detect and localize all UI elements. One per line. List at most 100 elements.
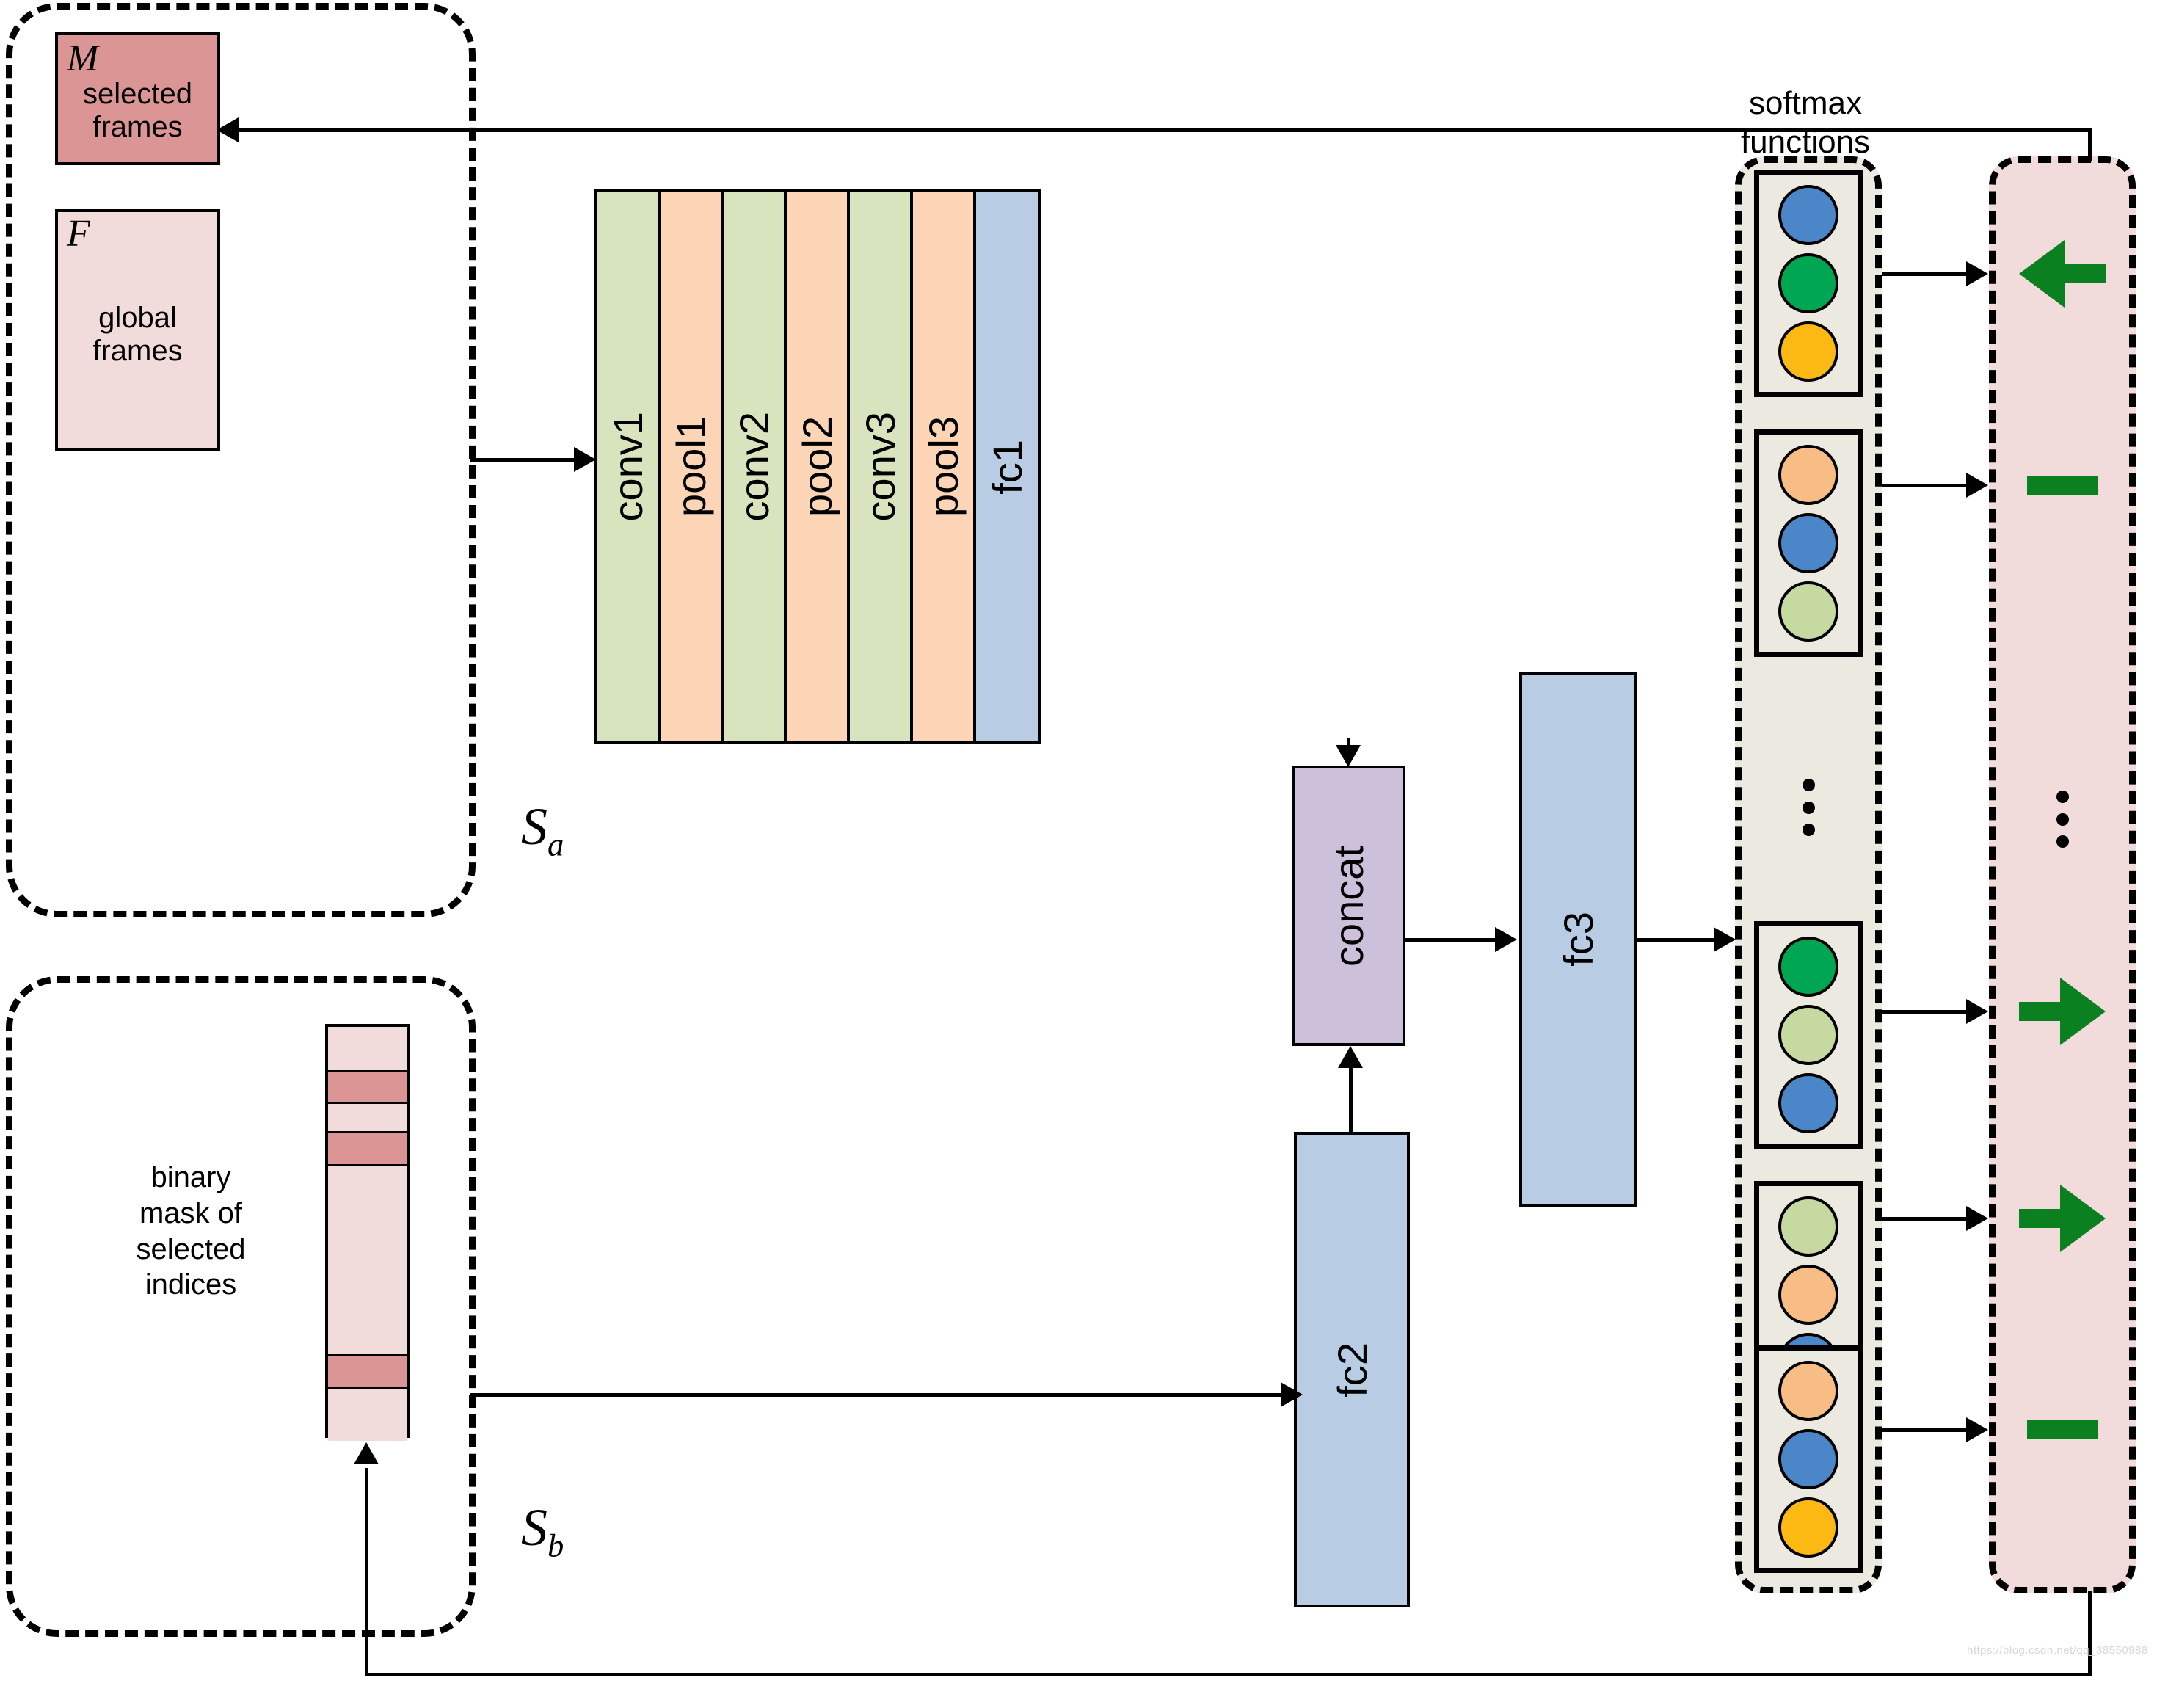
selected-frames-line2: frames [92, 110, 183, 143]
cnn-layer-conv2: conv2 [722, 189, 785, 744]
binary-mask-line1: binary [150, 1161, 231, 1193]
edge-fc3-to-softmax-arrowhead [1714, 927, 1736, 952]
edge-fc2-to-concat [1349, 1068, 1353, 1134]
stream-b-subscript: b [548, 1527, 564, 1564]
cnn-layer-pool2: pool2 [785, 189, 848, 744]
cnn-layer-label: conv1 [604, 412, 651, 522]
softmax-unit-orange [1778, 1264, 1838, 1325]
stream-a-label: Sa [521, 800, 564, 861]
stream-b-symbol: S [521, 1498, 548, 1557]
binary-mask-line2: mask of [139, 1196, 243, 1229]
softmax-unit-green [1778, 936, 1838, 997]
binary-mask-label: binary mask of selected indices [81, 1160, 301, 1303]
binary-mask-line4: indices [145, 1268, 237, 1301]
feedback-bottom-vertical-left [365, 1468, 368, 1675]
edge-softmax-to-output [1882, 484, 1968, 487]
cnn-layer-pool3: pool3 [912, 189, 975, 744]
output-item-move-right-2[interactable] [1989, 1178, 2136, 1259]
feedback-bottom-horizontal [365, 1673, 2092, 1676]
edge-global-frames-to-cnn [470, 458, 576, 462]
binary-mask-line3: selected [136, 1232, 246, 1265]
fc2-label: fc2 [1328, 1342, 1375, 1398]
mask-cell [328, 1027, 407, 1072]
softmax-caption-line1: softmax [1748, 85, 1863, 121]
edge-softmax-to-output [1882, 1217, 1968, 1221]
global-frames-line2: frames [92, 334, 183, 367]
softmax-unit-green [1778, 252, 1838, 313]
softmax-unit-blue [1778, 1073, 1838, 1134]
output-ellipsis-icon [2055, 791, 2070, 848]
cnn-layer-label: fc1 [983, 439, 1030, 495]
cnn-layer-label: pool3 [920, 416, 967, 517]
softmax-group[interactable] [1754, 1345, 1863, 1573]
softmax-group[interactable] [1754, 921, 1863, 1149]
output-panel [1989, 156, 2136, 1593]
softmax-unit-orange [1778, 1360, 1838, 1421]
selected-frames-line1: selected [83, 78, 192, 110]
binary-mask-column [325, 1024, 410, 1441]
cnn-layer-conv3: conv3 [848, 189, 912, 744]
arrow-right-icon [2019, 1185, 2106, 1252]
cnn-layer-conv1: conv1 [594, 189, 659, 744]
global-frames-symbol: F [67, 213, 90, 255]
global-frames-label: global frames [58, 302, 217, 368]
edge-softmax-to-output-arrowhead [1966, 473, 1988, 498]
mask-cell [328, 1389, 407, 1441]
feedback-top-vertical [2088, 128, 2092, 161]
cnn-layer-fc1: fc1 [975, 189, 1041, 744]
edge-softmax-to-output [1882, 272, 1968, 276]
mask-cell [328, 1133, 407, 1166]
softmax-unit-blue [1778, 1428, 1838, 1489]
fc3-label: fc3 [1554, 912, 1601, 967]
fc2-node: fc2 [1294, 1132, 1410, 1607]
softmax-unit-blue [1778, 184, 1838, 245]
output-item-more-outputs[interactable] [1989, 779, 2136, 860]
softmax-unit-blue [1778, 512, 1838, 573]
arrow-left-icon [2019, 240, 2106, 308]
softmax-unit-lightgreen [1778, 1196, 1838, 1257]
selected-frames-box: M selected frames [55, 32, 220, 165]
cnn-layer-label: conv2 [730, 412, 777, 522]
softmax-group-list [1735, 156, 1882, 1593]
softmax-group[interactable] [1754, 170, 1863, 397]
edge-softmax-to-output [1882, 1010, 1968, 1014]
edge-fc1-to-concat-arrowhead [1336, 745, 1361, 767]
edge-softmax-to-output [1882, 1428, 1968, 1432]
softmax-unit-lightgreen [1778, 581, 1838, 642]
feedback-bottom-arrowhead [354, 1442, 379, 1464]
softmax-unit-lightgreen [1778, 1004, 1838, 1065]
edge-fc2-to-concat-arrowhead [1338, 1046, 1363, 1068]
output-item-no-op[interactable] [1989, 445, 2136, 526]
output-item-no-op-2[interactable] [1989, 1389, 2136, 1470]
mask-cell [328, 1104, 407, 1133]
group-stream-b [6, 976, 476, 1637]
concat-label: concat [1325, 845, 1372, 967]
softmax-unit-yellow [1778, 321, 1838, 382]
global-frames-box: F global frames [55, 209, 220, 451]
stream-a-subscript: a [548, 826, 564, 863]
softmax-unit-orange [1778, 444, 1838, 505]
selected-frames-label: selected frames [58, 78, 217, 144]
softmax-group[interactable] [1754, 429, 1863, 657]
output-item-move-left[interactable] [1989, 233, 2136, 314]
cnn-layer-label: conv3 [856, 412, 903, 522]
softmax-unit-yellow [1778, 1497, 1838, 1558]
output-item-move-right-1[interactable] [1989, 971, 2136, 1052]
stream-b-label: Sb [521, 1501, 564, 1562]
edge-concat-to-fc3-arrowhead [1495, 927, 1517, 952]
edge-mask-to-fc2-arrowhead [1281, 1382, 1303, 1407]
fc3-node: fc3 [1519, 672, 1637, 1207]
edge-global-frames-to-cnn-arrowhead [574, 447, 596, 472]
selected-frames-symbol: M [67, 37, 99, 79]
dash-icon [2027, 476, 2098, 495]
feedback-top-horizontal [239, 128, 2092, 132]
edge-softmax-to-output-arrowhead [1966, 999, 1988, 1024]
arrow-right-icon [2019, 978, 2106, 1045]
cnn-layer-label: pool2 [793, 416, 840, 517]
edge-concat-to-fc3 [1405, 938, 1497, 942]
edge-softmax-to-output-arrowhead [1966, 1206, 1988, 1231]
watermark-text: https://blog.csdn.net/qq_38550988 [1967, 1644, 2148, 1657]
output-icon-list [1989, 156, 2136, 1593]
